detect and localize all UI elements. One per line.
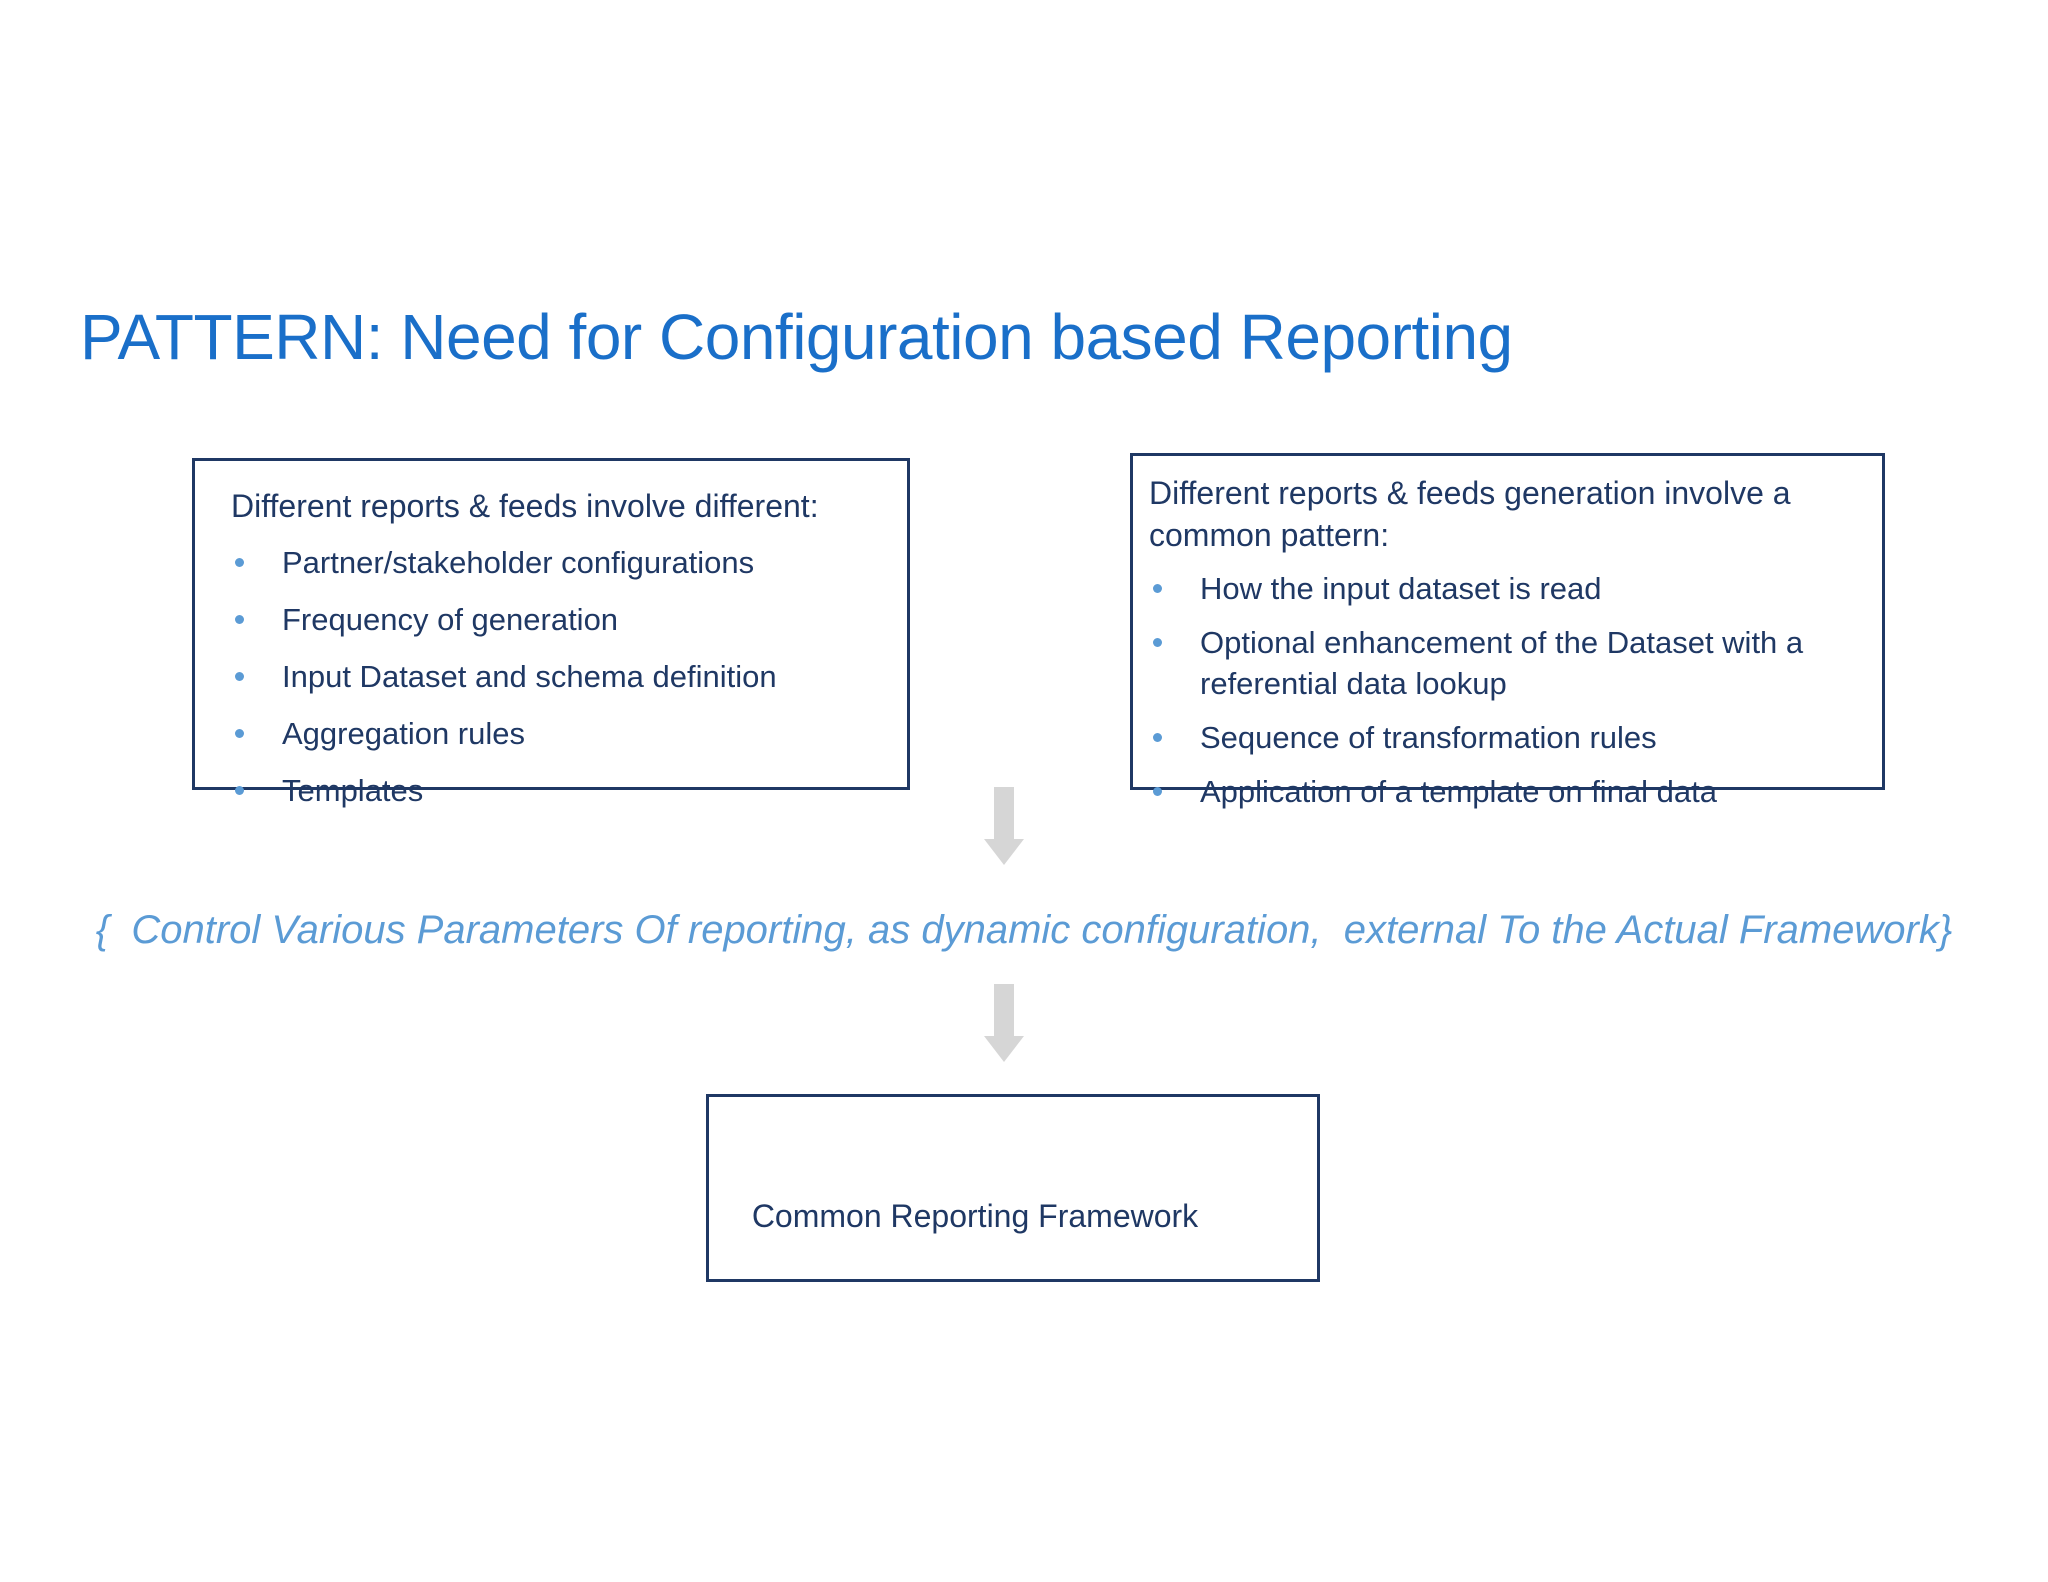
annotation-text: { Control Various Parameters Of reportin… xyxy=(95,908,1953,952)
bullet-text: Application of a template on final data xyxy=(1200,774,1718,810)
bullet-item: Frequency of generation xyxy=(231,600,877,641)
bullet-text: Partner/stakeholder configurations xyxy=(282,545,755,581)
framework-box-label: Common Reporting Framework xyxy=(751,1197,1199,1234)
bullet-dot-icon xyxy=(235,785,244,795)
slide-title: PATTERN: Need for Configuration based Re… xyxy=(80,301,1513,373)
bullet-text: Optional enhancement of the Dataset with… xyxy=(1200,625,1804,702)
bullet-item: Optional enhancement of the Dataset with… xyxy=(1149,623,1862,705)
bullet-dot-icon xyxy=(235,558,244,568)
common-reporting-framework-box: Common Reporting Framework xyxy=(706,1094,1320,1282)
bullet-text: Sequence of transformation rules xyxy=(1200,720,1657,756)
bullet-item: How the input dataset is read xyxy=(1149,569,1862,610)
down-arrow-icon xyxy=(984,787,1024,865)
bullet-dot-icon xyxy=(1153,733,1162,743)
bullet-dot-icon xyxy=(235,728,244,738)
bullet-dot-icon xyxy=(1153,787,1162,797)
left-box-heading: Different reports & feeds involve differ… xyxy=(231,488,819,524)
bullet-item: Application of a template on final data xyxy=(1149,772,1862,813)
bullet-dot-icon xyxy=(1153,638,1162,648)
bullet-item: Aggregation rules xyxy=(231,714,877,755)
bullet-item: Templates xyxy=(231,771,877,812)
bullet-text: Aggregation rules xyxy=(282,715,525,751)
bullet-item: Input Dataset and schema definition xyxy=(231,657,877,698)
right-box-heading: Different reports & feeds generation inv… xyxy=(1149,475,1791,554)
down-arrow-icon xyxy=(984,984,1024,1062)
right-box-bullet-list: How the input dataset is read Optional e… xyxy=(1149,569,1862,813)
bullet-text: How the input dataset is read xyxy=(1200,571,1602,607)
bullet-item: Sequence of transformation rules xyxy=(1149,718,1862,759)
bullet-dot-icon xyxy=(235,672,244,682)
bullet-dot-icon xyxy=(235,615,244,625)
left-differences-box: Different reports & feeds involve differ… xyxy=(192,458,910,808)
bullet-dot-icon xyxy=(1153,584,1162,594)
bullet-text: Input Dataset and schema definition xyxy=(282,659,777,695)
bullet-text: Templates xyxy=(282,772,424,808)
bullet-text: Frequency of generation xyxy=(282,602,619,638)
bullet-item: Partner/stakeholder configurations xyxy=(231,543,877,584)
right-common-pattern-box: Different reports & feeds generation inv… xyxy=(1130,453,1885,809)
left-box-bullet-list: Partner/stakeholder configurations Frequ… xyxy=(231,543,877,812)
